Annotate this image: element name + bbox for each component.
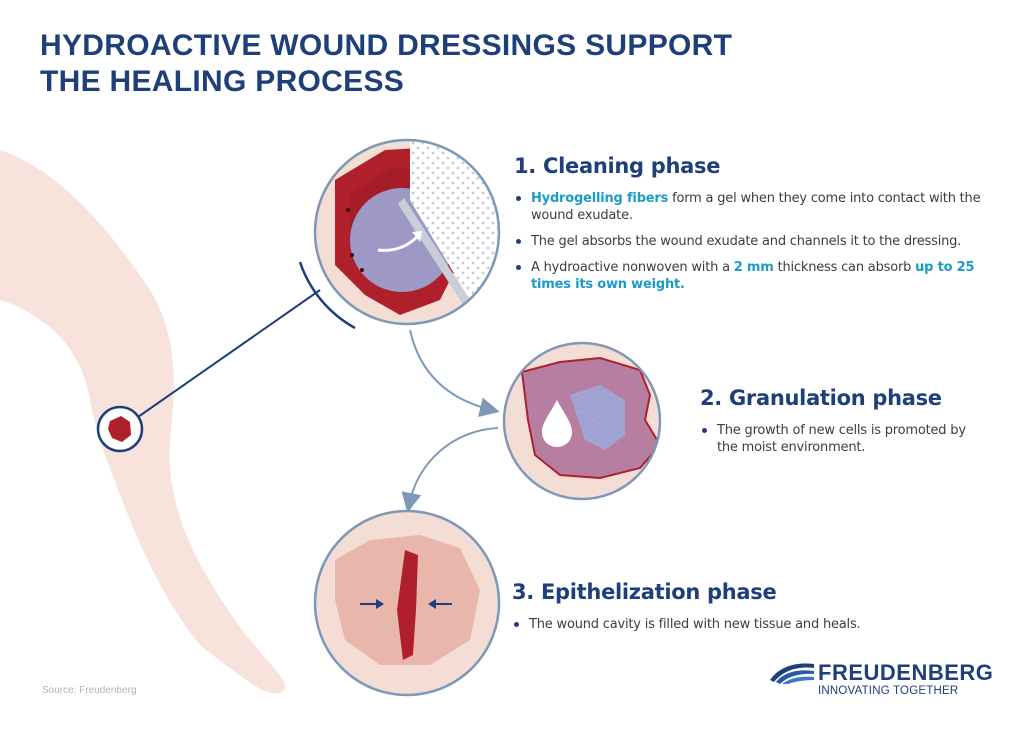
phase-heading: 2. Granulation phase	[700, 386, 942, 410]
phase-cleaning: 1. Cleaning phase Hydrogelling fibers fo…	[514, 154, 984, 302]
phase-epithelization: 3. Epithelization phase The wound cavity…	[512, 580, 982, 642]
title-line-2: THE HEALING PROCESS	[40, 65, 405, 98]
arrow-2-to-3	[401, 427, 499, 513]
granulation-illustration	[520, 356, 660, 480]
highlight-text: 2 mm	[733, 260, 774, 275]
logo-tagline: INNOVATING TOGETHER	[818, 685, 959, 697]
bullet-text: The growth of new cells is promoted by t…	[717, 423, 966, 455]
cleaning-illustration	[335, 140, 499, 324]
phase-heading: 3. Epithelization phase	[512, 580, 777, 604]
arrow-1-to-2	[409, 329, 500, 417]
phase-bullets: Hydrogelling fibers form a gel when they…	[514, 190, 984, 293]
freudenberg-wave-icon	[770, 663, 814, 684]
bullet-text: thickness can absorb	[773, 260, 916, 275]
highlight-text: Hydrogelling fibers	[531, 191, 669, 206]
leg-shape	[0, 150, 286, 694]
bullet-item: Hydrogelling fibers form a gel when they…	[514, 190, 984, 224]
phase-bullets: The wound cavity is filled with new tiss…	[512, 616, 982, 633]
bullet-text: form a gel when they come into contact w…	[531, 191, 981, 223]
highlight-text: up to 25 times its own weight.	[531, 260, 975, 292]
logo-wordmark: FREUDENBERG	[818, 660, 994, 685]
bullet-item: A hydroactive nonwoven with a 2 mm thick…	[514, 259, 984, 293]
circle-cleaning	[313, 138, 501, 326]
epithelization-illustration	[335, 535, 480, 665]
leg-wound	[108, 416, 131, 442]
circle-epithelization	[313, 509, 501, 697]
bullet-item: The wound cavity is filled with new tiss…	[512, 616, 982, 633]
bullet-text: The wound cavity is filled with new tiss…	[529, 617, 861, 632]
bullet-text: The gel absorbs the wound exudate and ch…	[531, 234, 962, 249]
phase-bullets: The growth of new cells is promoted by t…	[700, 422, 990, 456]
zoom-bracket	[298, 261, 356, 330]
title-line-1: HYDROACTIVE WOUND DRESSINGS SUPPORT	[40, 29, 733, 62]
circle-granulation	[502, 341, 662, 501]
page-title: HYDROACTIVE WOUND DRESSINGS SUPPORT THE …	[40, 28, 732, 100]
zoom-line	[137, 289, 321, 418]
phase-heading: 1. Cleaning phase	[514, 154, 721, 178]
phase-granulation: 2. Granulation phase The growth of new c…	[700, 386, 990, 465]
moisture-drop-icon	[542, 400, 572, 447]
bullet-text: A hydroactive nonwoven with a	[531, 260, 734, 275]
source-note: Source: Freudenberg	[42, 685, 137, 696]
freudenberg-logo: FREUDENBERG INNOVATING TOGETHER	[770, 658, 993, 697]
absorb-arrow	[377, 234, 420, 252]
bullet-item: The growth of new cells is promoted by t…	[700, 422, 990, 456]
bullet-item: The gel absorbs the wound exudate and ch…	[514, 233, 984, 250]
